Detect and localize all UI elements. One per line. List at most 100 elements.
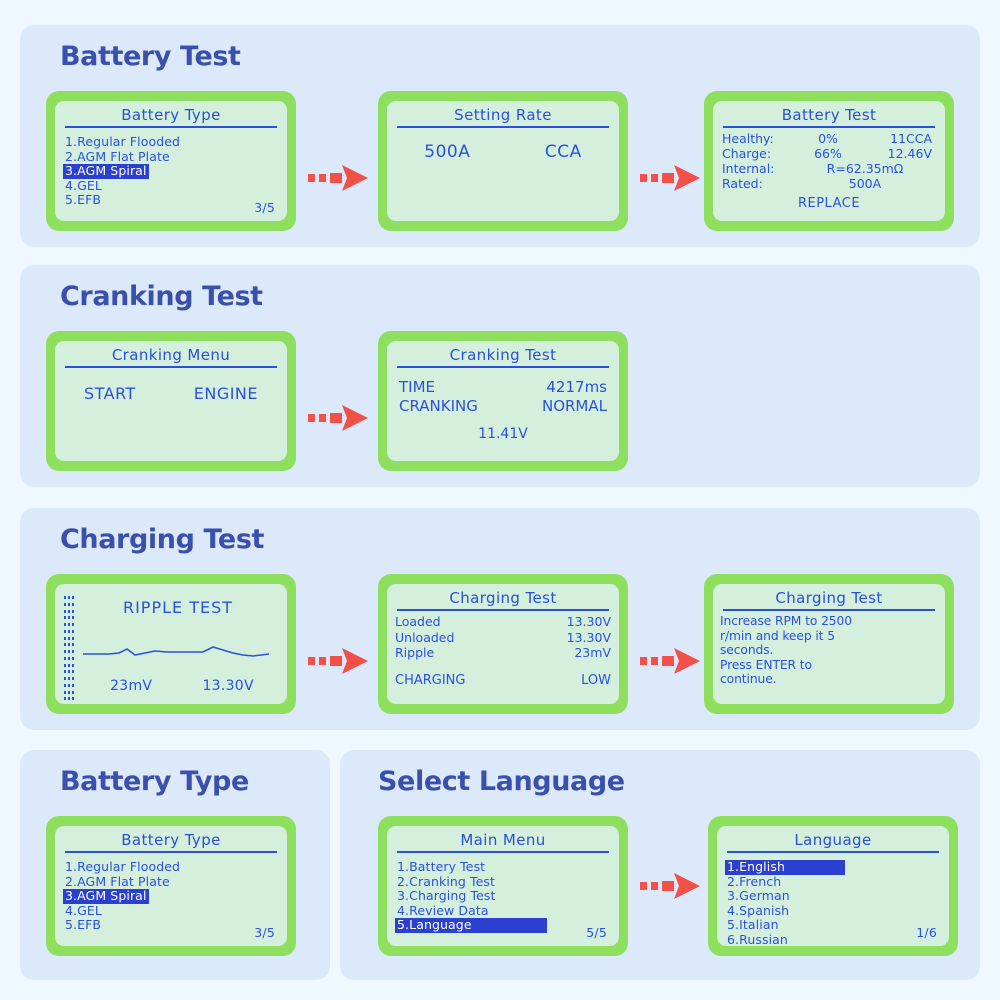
status-badge: REPLACE (797, 196, 861, 211)
instruction-line: seconds. (720, 643, 774, 658)
battery-type-menu: 1.Regular Flooded 2.AGM Flat Plate 3.AGM… (63, 131, 287, 207)
table-row: Internal: R=62.35mΩ (722, 161, 936, 176)
row-label: Charge: (722, 146, 772, 161)
flow-arrow-right-icon (308, 402, 374, 438)
battery-type-menu: 1.Regular Flooded 2.AGM Flat Plate 3.AGM… (63, 856, 287, 932)
table-row: Rated: 500A (722, 176, 936, 191)
title-rule (65, 366, 277, 368)
instruction-line: r/min and keep it 5 (720, 628, 835, 643)
list-item-selected[interactable]: 5.Language (395, 918, 547, 933)
list-item[interactable]: 1.Regular Flooded (65, 859, 181, 874)
list-item[interactable]: 4.GEL (65, 177, 102, 193)
table-row: Ripple 23mV (395, 645, 611, 661)
status-badge: LOW (581, 672, 611, 688)
cranking-result-table: TIME 4217ms CRANKING NORMAL (387, 378, 619, 416)
list-item-selected[interactable]: 1.English (725, 859, 845, 875)
main-menu-list: 1.Battery Test 2.Cranking Test 3.Chargin… (395, 856, 619, 933)
list-item[interactable]: 4.GEL (65, 902, 102, 918)
list-item[interactable]: 2.AGM Flat Plate (65, 873, 170, 889)
row-label: Rated: (722, 176, 763, 191)
list-item[interactable]: 4.Spanish (727, 902, 790, 918)
section-title-battery-test: Battery Test (60, 41, 241, 72)
page-counter: 5/5 (586, 925, 607, 940)
row-value: 4217ms (546, 378, 607, 396)
row-label: Healthy: (722, 131, 774, 146)
row-label: Loaded (395, 614, 441, 629)
charging-status-row: CHARGING LOW (387, 673, 619, 688)
table-row: TIME 4217ms (399, 378, 607, 397)
lcd-charging-prompt: Charging Test Increase RPM to 2500 r/min… (704, 574, 954, 714)
page-counter: 3/5 (254, 925, 275, 940)
list-item[interactable]: 4.Review Data (397, 902, 489, 918)
title-rule (397, 851, 609, 853)
instruction-line: Increase RPM to 2500 (720, 614, 852, 628)
flow-arrow-right-icon (640, 162, 706, 198)
table-row: Loaded 13.30V (395, 614, 611, 630)
row-value: R=62.35mΩ (826, 161, 904, 176)
ripple-values: 23mV 13.30V (85, 678, 279, 694)
flow-arrow-right-icon (640, 870, 706, 906)
row-extra: 12.46V (887, 146, 932, 161)
title-rule (65, 851, 277, 853)
section-title-cranking-test: Cranking Test (60, 281, 263, 312)
screen-title: Cranking Menu (111, 346, 231, 364)
lcd-battery-type: Battery Type 1.Regular Flooded 2.AGM Fla… (46, 91, 296, 231)
list-item[interactable]: 5.EFB (65, 192, 102, 208)
screen-title: Main Menu (460, 831, 546, 849)
title-rule (727, 851, 939, 853)
section-charging-test: Charging Test RIPPLE TEST 23mV 13.30V (20, 508, 980, 730)
list-item[interactable]: 2.French (727, 873, 782, 889)
charging-result-table: Loaded 13.30V Unloaded 13.30V Ripple 23m… (387, 614, 619, 661)
list-item[interactable]: 2.AGM Flat Plate (65, 148, 170, 164)
title-rule (397, 366, 609, 368)
list-item[interactable]: 3.German (727, 888, 790, 904)
table-row: Charge: 66% 12.46V (722, 146, 936, 161)
list-item[interactable]: 5.Italian (727, 917, 779, 933)
row-value: 23mV (574, 645, 611, 660)
list-item-selected[interactable]: 3.AGM Spiral (63, 163, 149, 179)
cranking-option-engine[interactable]: ENGINE (193, 384, 259, 403)
screen-title: Charging Test (775, 589, 883, 607)
row-value: 66% (814, 146, 842, 161)
lcd-charging-result: Charging Test Loaded 13.30V Unloaded 13.… (378, 574, 628, 714)
instruction-line: Press ENTER to (720, 657, 812, 672)
list-item[interactable]: 6.Russian (727, 931, 788, 946)
rate-value[interactable]: 500A (424, 142, 471, 162)
section-cranking-test: Cranking Test Cranking Menu START ENGINE (20, 265, 980, 487)
instruction-text: Increase RPM to 2500 r/min and keep it 5… (720, 614, 938, 687)
rate-unit[interactable]: CCA (544, 142, 582, 162)
flow-arrow-right-icon (640, 645, 706, 681)
list-item[interactable]: 3.Charging Test (397, 888, 496, 904)
list-item[interactable]: 2.Cranking Test (397, 873, 496, 889)
page-counter: 1/6 (916, 925, 937, 940)
list-item[interactable]: 5.EFB (65, 917, 102, 933)
table-row: Healthy: 0% 11CCA (722, 131, 936, 146)
lcd-setting-rate: Setting Rate 500A CCA (378, 91, 628, 231)
flow-arrow-right-icon (308, 645, 374, 681)
ripple-voltage-value: 13.30V (202, 678, 254, 694)
list-item[interactable]: 1.Regular Flooded (65, 134, 181, 149)
list-item[interactable]: 1.Battery Test (397, 859, 486, 874)
section-title-charging-test: Charging Test (60, 524, 265, 555)
screen-title: Battery Type (121, 831, 221, 849)
language-list: 1.English 2.French 3.German 4.Spanish 5.… (725, 856, 949, 946)
screen-title: Cranking Test (449, 346, 557, 364)
title-rule (65, 126, 277, 128)
screen-title: Language (794, 831, 872, 849)
lcd-cranking-result: Cranking Test TIME 4217ms CRANKING NORMA… (378, 331, 628, 471)
row-label: CRANKING (399, 397, 478, 415)
row-extra: 11CCA (890, 131, 932, 146)
ripple-scale-bar (64, 596, 75, 704)
lcd-battery-type-2: Battery Type 1.Regular Flooded 2.AGM Fla… (46, 816, 296, 956)
flow-arrow-right-icon (308, 162, 374, 198)
lcd-ripple-test: RIPPLE TEST 23mV 13.30V (46, 574, 296, 714)
section-battery-test: Battery Test Battery Type 1.Regular Floo… (20, 25, 980, 247)
section-select-language: Select Language Main Menu 1.Battery Test… (340, 750, 980, 980)
cranking-option-start[interactable]: START (83, 384, 136, 403)
status-label: CHARGING (395, 672, 466, 688)
table-row: CRANKING NORMAL (399, 397, 607, 416)
list-item-selected[interactable]: 3.AGM Spiral (63, 888, 149, 904)
table-row: Unloaded 13.30V (395, 630, 611, 646)
screen-title: Battery Type (121, 106, 221, 124)
